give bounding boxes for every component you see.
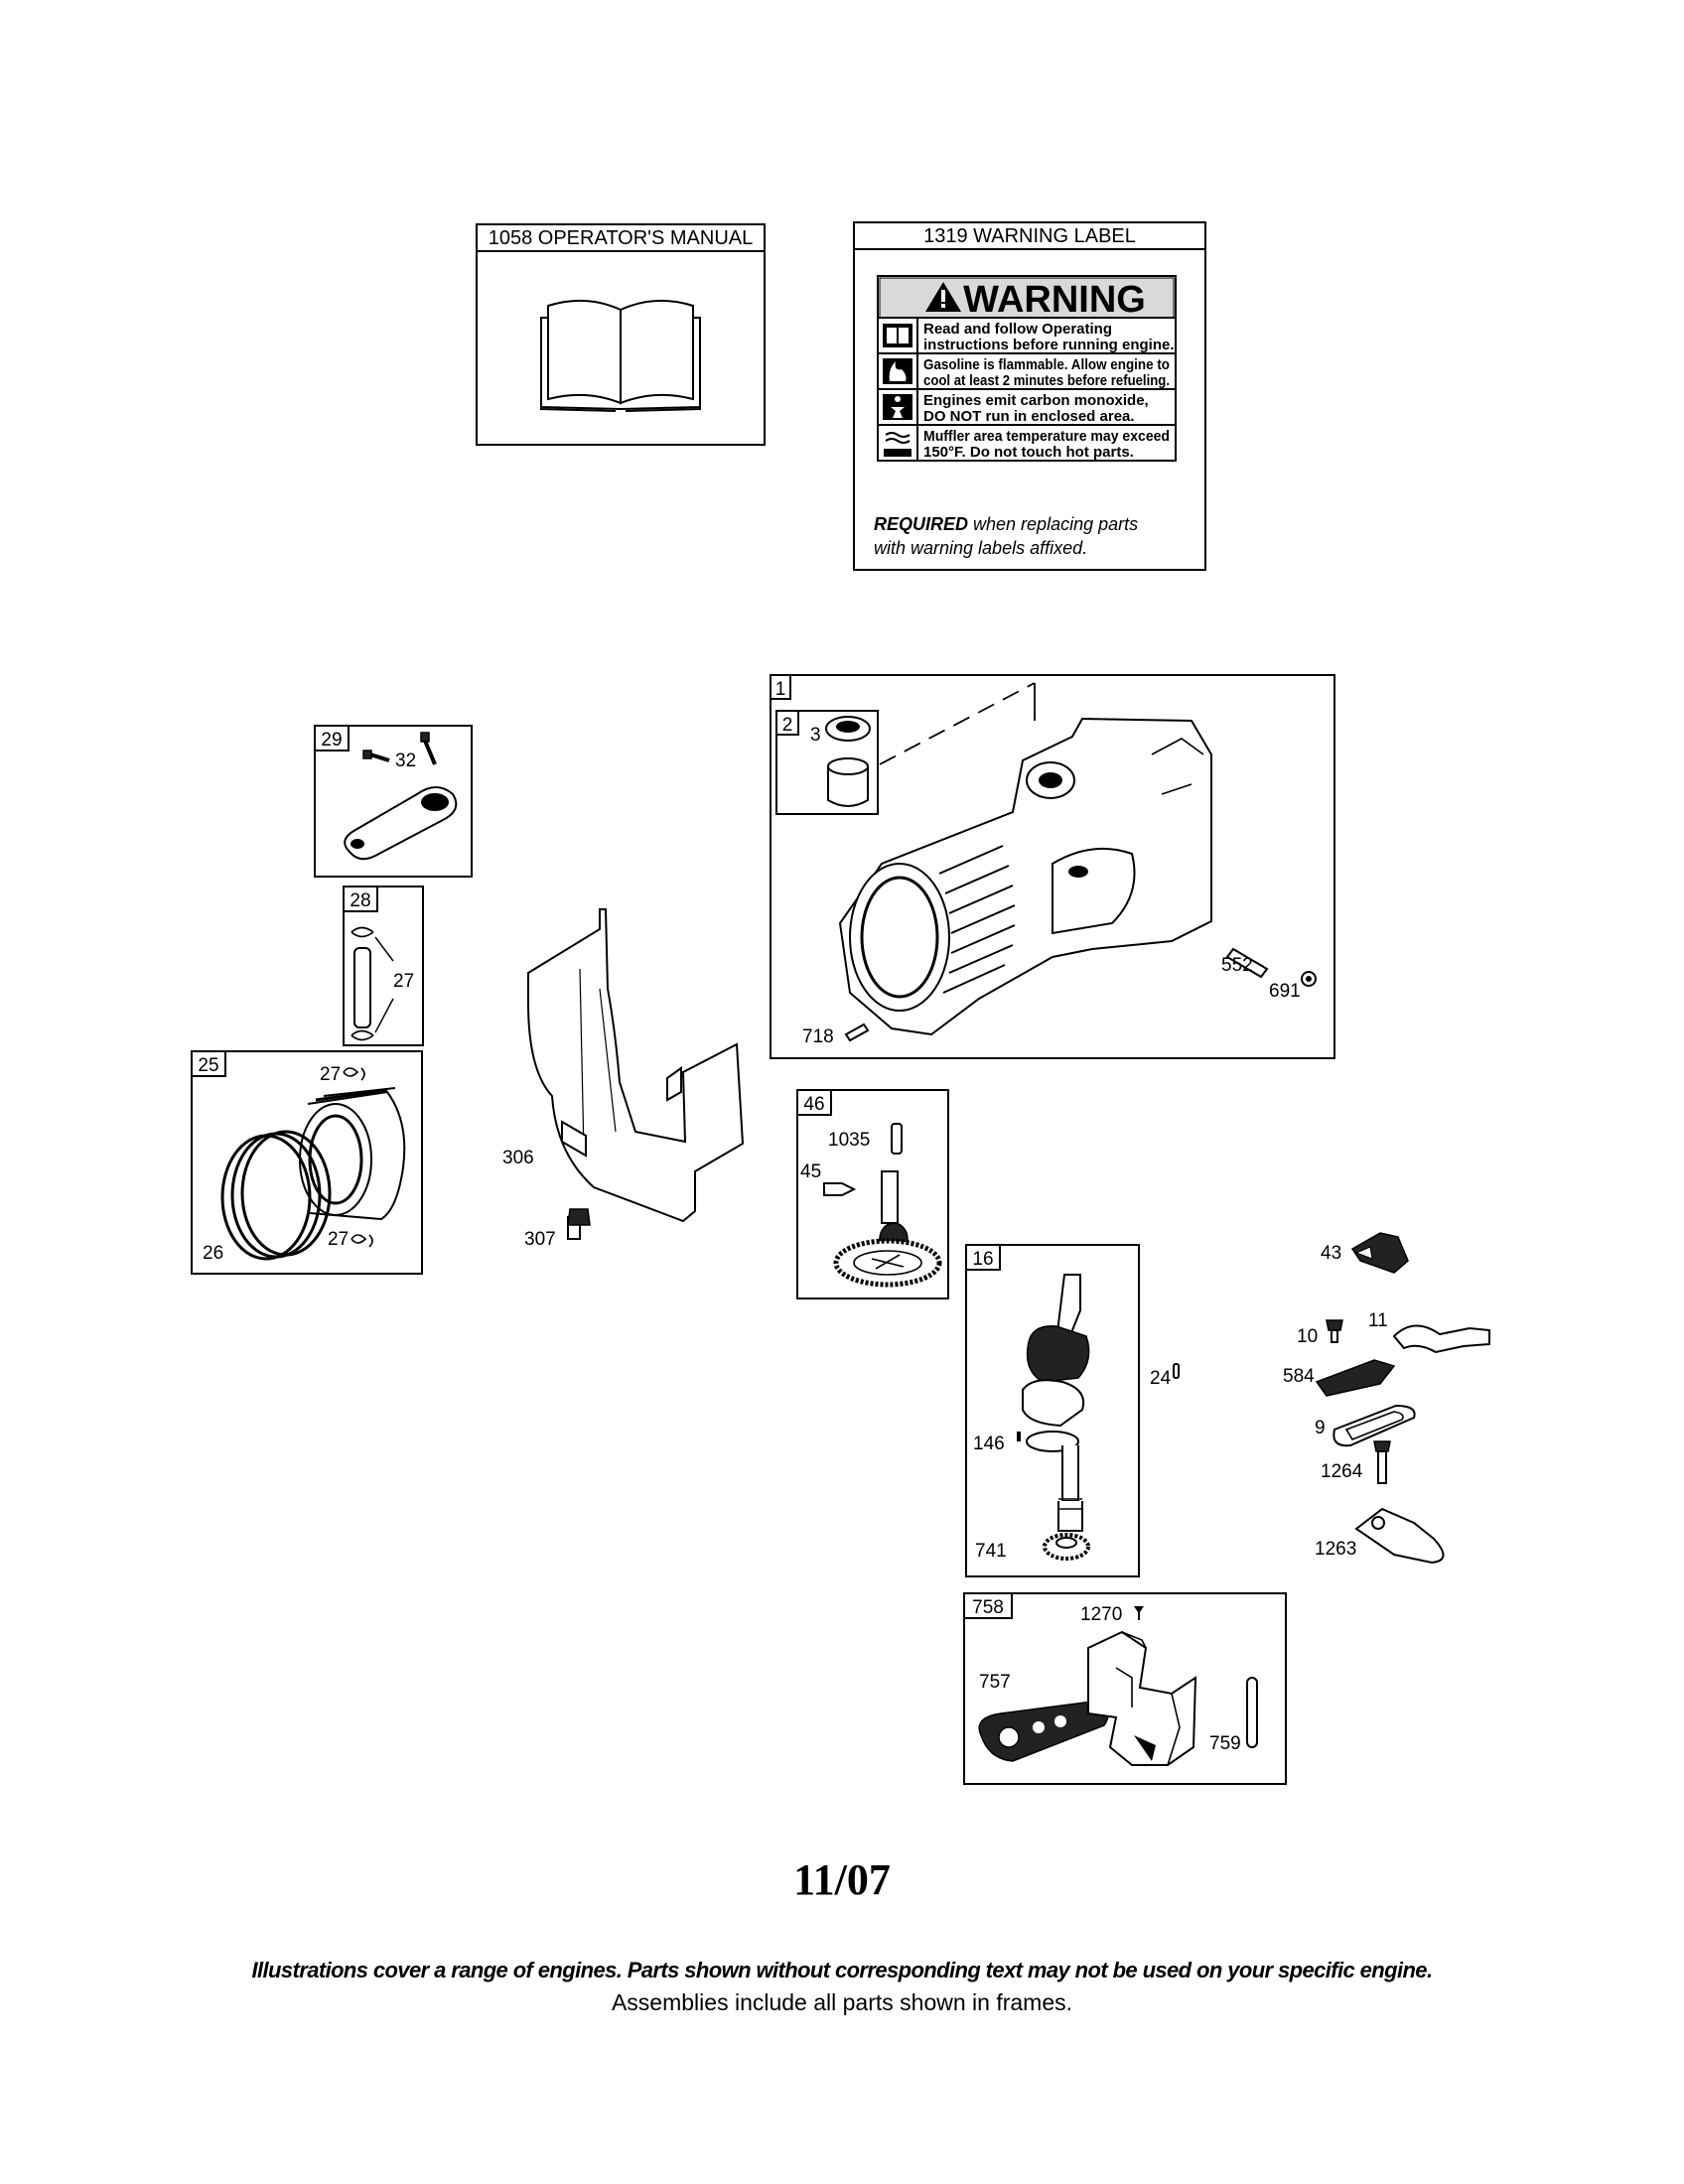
connecting-rod	[344, 786, 458, 861]
bushing	[827, 757, 869, 807]
label-9: 9	[1315, 1418, 1326, 1438]
rod-bolt	[362, 732, 437, 765]
warning-row-4-line1: Muffler area temperature may exceed	[923, 428, 1170, 445]
warning-row-2-line2: cool at least 2 minutes before refueling…	[923, 372, 1170, 389]
label-27-top: 27	[320, 1064, 341, 1085]
required-note-rest: when replacing parts	[968, 514, 1138, 534]
box-number-29: 29	[321, 730, 342, 751]
warning-label-header: 1319 WARNING LABEL	[923, 225, 1136, 247]
camshaft-gear	[833, 1170, 942, 1288]
label-759: 759	[1209, 1733, 1241, 1754]
key-24	[1173, 1363, 1180, 1379]
assemblies-note: Assemblies include all parts shown in fr…	[611, 1989, 1073, 2015]
plug-691	[1301, 971, 1317, 987]
label-1264: 1264	[1321, 1461, 1363, 1482]
governor-shaft-759	[1246, 1677, 1258, 1748]
label-307: 307	[524, 1229, 556, 1250]
warning-triangle-icon	[925, 282, 961, 312]
dowel-pin-552	[1225, 947, 1269, 979]
box-number-2: 2	[782, 715, 793, 736]
camshaft-assembly-box: 46 1035 45	[796, 1089, 949, 1299]
label-32: 32	[395, 751, 416, 771]
crankshaft-gear-741	[1043, 1533, 1090, 1561]
label-741: 741	[975, 1541, 1007, 1562]
label-691: 691	[1269, 981, 1301, 1002]
label-552: 552	[1221, 955, 1253, 976]
dowel-pin-718	[844, 1023, 870, 1042]
label-1035: 1035	[828, 1130, 870, 1151]
box-number-758: 758	[972, 1597, 1004, 1618]
revision-date: 11/07	[793, 1855, 891, 1904]
required-note-bold: REQUIRED	[874, 514, 968, 534]
cylinder-block	[838, 717, 1212, 1036]
piston	[299, 1087, 406, 1221]
label-306: 306	[502, 1148, 534, 1168]
hot-surface-icon	[884, 432, 912, 457]
breather-parts: 43 10 11 584 9 1264 1263	[1283, 1232, 1490, 1565]
warning-row-3-line2: DO NOT run in enclosed area.	[923, 408, 1135, 425]
operators-manual-panel: 1058 OPERATOR'S MANUAL	[476, 223, 766, 446]
warning-row-4-line2: 150°F. Do not touch hot parts.	[923, 444, 1134, 461]
label-3: 3	[810, 725, 821, 746]
cylinder-assembly-box: 1 2 3 552	[770, 674, 1335, 1059]
box-number-16: 16	[972, 1249, 993, 1270]
box-number-28: 28	[350, 890, 370, 911]
label-11: 11	[1368, 1310, 1388, 1331]
piston-pin-box: 28 27	[343, 886, 424, 1046]
label-146: 146	[973, 1433, 1005, 1454]
warning-row-3-line1: Engines emit carbon monoxide,	[923, 392, 1149, 409]
warning-row-1-line2: instructions before running engine.	[923, 337, 1175, 353]
label-27-pin: 27	[393, 971, 414, 992]
piston-assembly-box: 25 27 26 27	[191, 1050, 423, 1275]
label-10: 10	[1297, 1326, 1318, 1347]
governor-lever-block	[1087, 1630, 1197, 1766]
box-number-1: 1	[775, 679, 786, 700]
required-note-line2: with warning labels affixed.	[874, 538, 1087, 558]
warning-label-panel: 1319 WARNING LABEL WARNING	[853, 221, 1206, 571]
label-26: 26	[203, 1243, 223, 1264]
operators-manual-header: 1058 OPERATOR'S MANUAL	[489, 227, 754, 249]
exhaust-person-icon	[883, 394, 912, 420]
label-45: 45	[800, 1161, 821, 1182]
warning-title: WARNING	[963, 279, 1146, 321]
flame-icon	[883, 358, 912, 384]
disclaimer-text: Illustrations cover a range of engines. …	[251, 1958, 1434, 1982]
label-24: 24	[1150, 1368, 1172, 1389]
book-icon	[883, 324, 912, 347]
label-1263: 1263	[1315, 1539, 1356, 1560]
label-718: 718	[802, 1026, 834, 1047]
box-number-25: 25	[198, 1055, 218, 1076]
crankshaft	[1022, 1274, 1090, 1532]
label-27-bottom: 27	[328, 1229, 349, 1250]
screw-307	[567, 1208, 591, 1240]
label-1270: 1270	[1080, 1604, 1122, 1625]
air-guide	[527, 908, 745, 1223]
crankshaft-assembly-box: 16 146 741	[965, 1244, 1140, 1577]
label-584: 584	[1283, 1366, 1315, 1387]
required-note-line1: REQUIRED when replacing parts	[874, 514, 1138, 534]
box-number-46: 46	[803, 1094, 824, 1115]
open-book-icon	[540, 299, 701, 412]
piston-rings	[220, 1130, 332, 1261]
warning-row-1-line1: Read and follow Operating	[923, 321, 1112, 338]
oil-seal	[825, 716, 871, 742]
connecting-rod-assembly-box: 29 32	[314, 725, 473, 878]
warning-row-2-line1: Gasoline is flammable. Allow engine to	[923, 356, 1170, 373]
governor-assembly-box: 758 1270 757 759	[963, 1592, 1287, 1785]
label-43: 43	[1321, 1243, 1341, 1264]
label-757: 757	[979, 1672, 1011, 1693]
